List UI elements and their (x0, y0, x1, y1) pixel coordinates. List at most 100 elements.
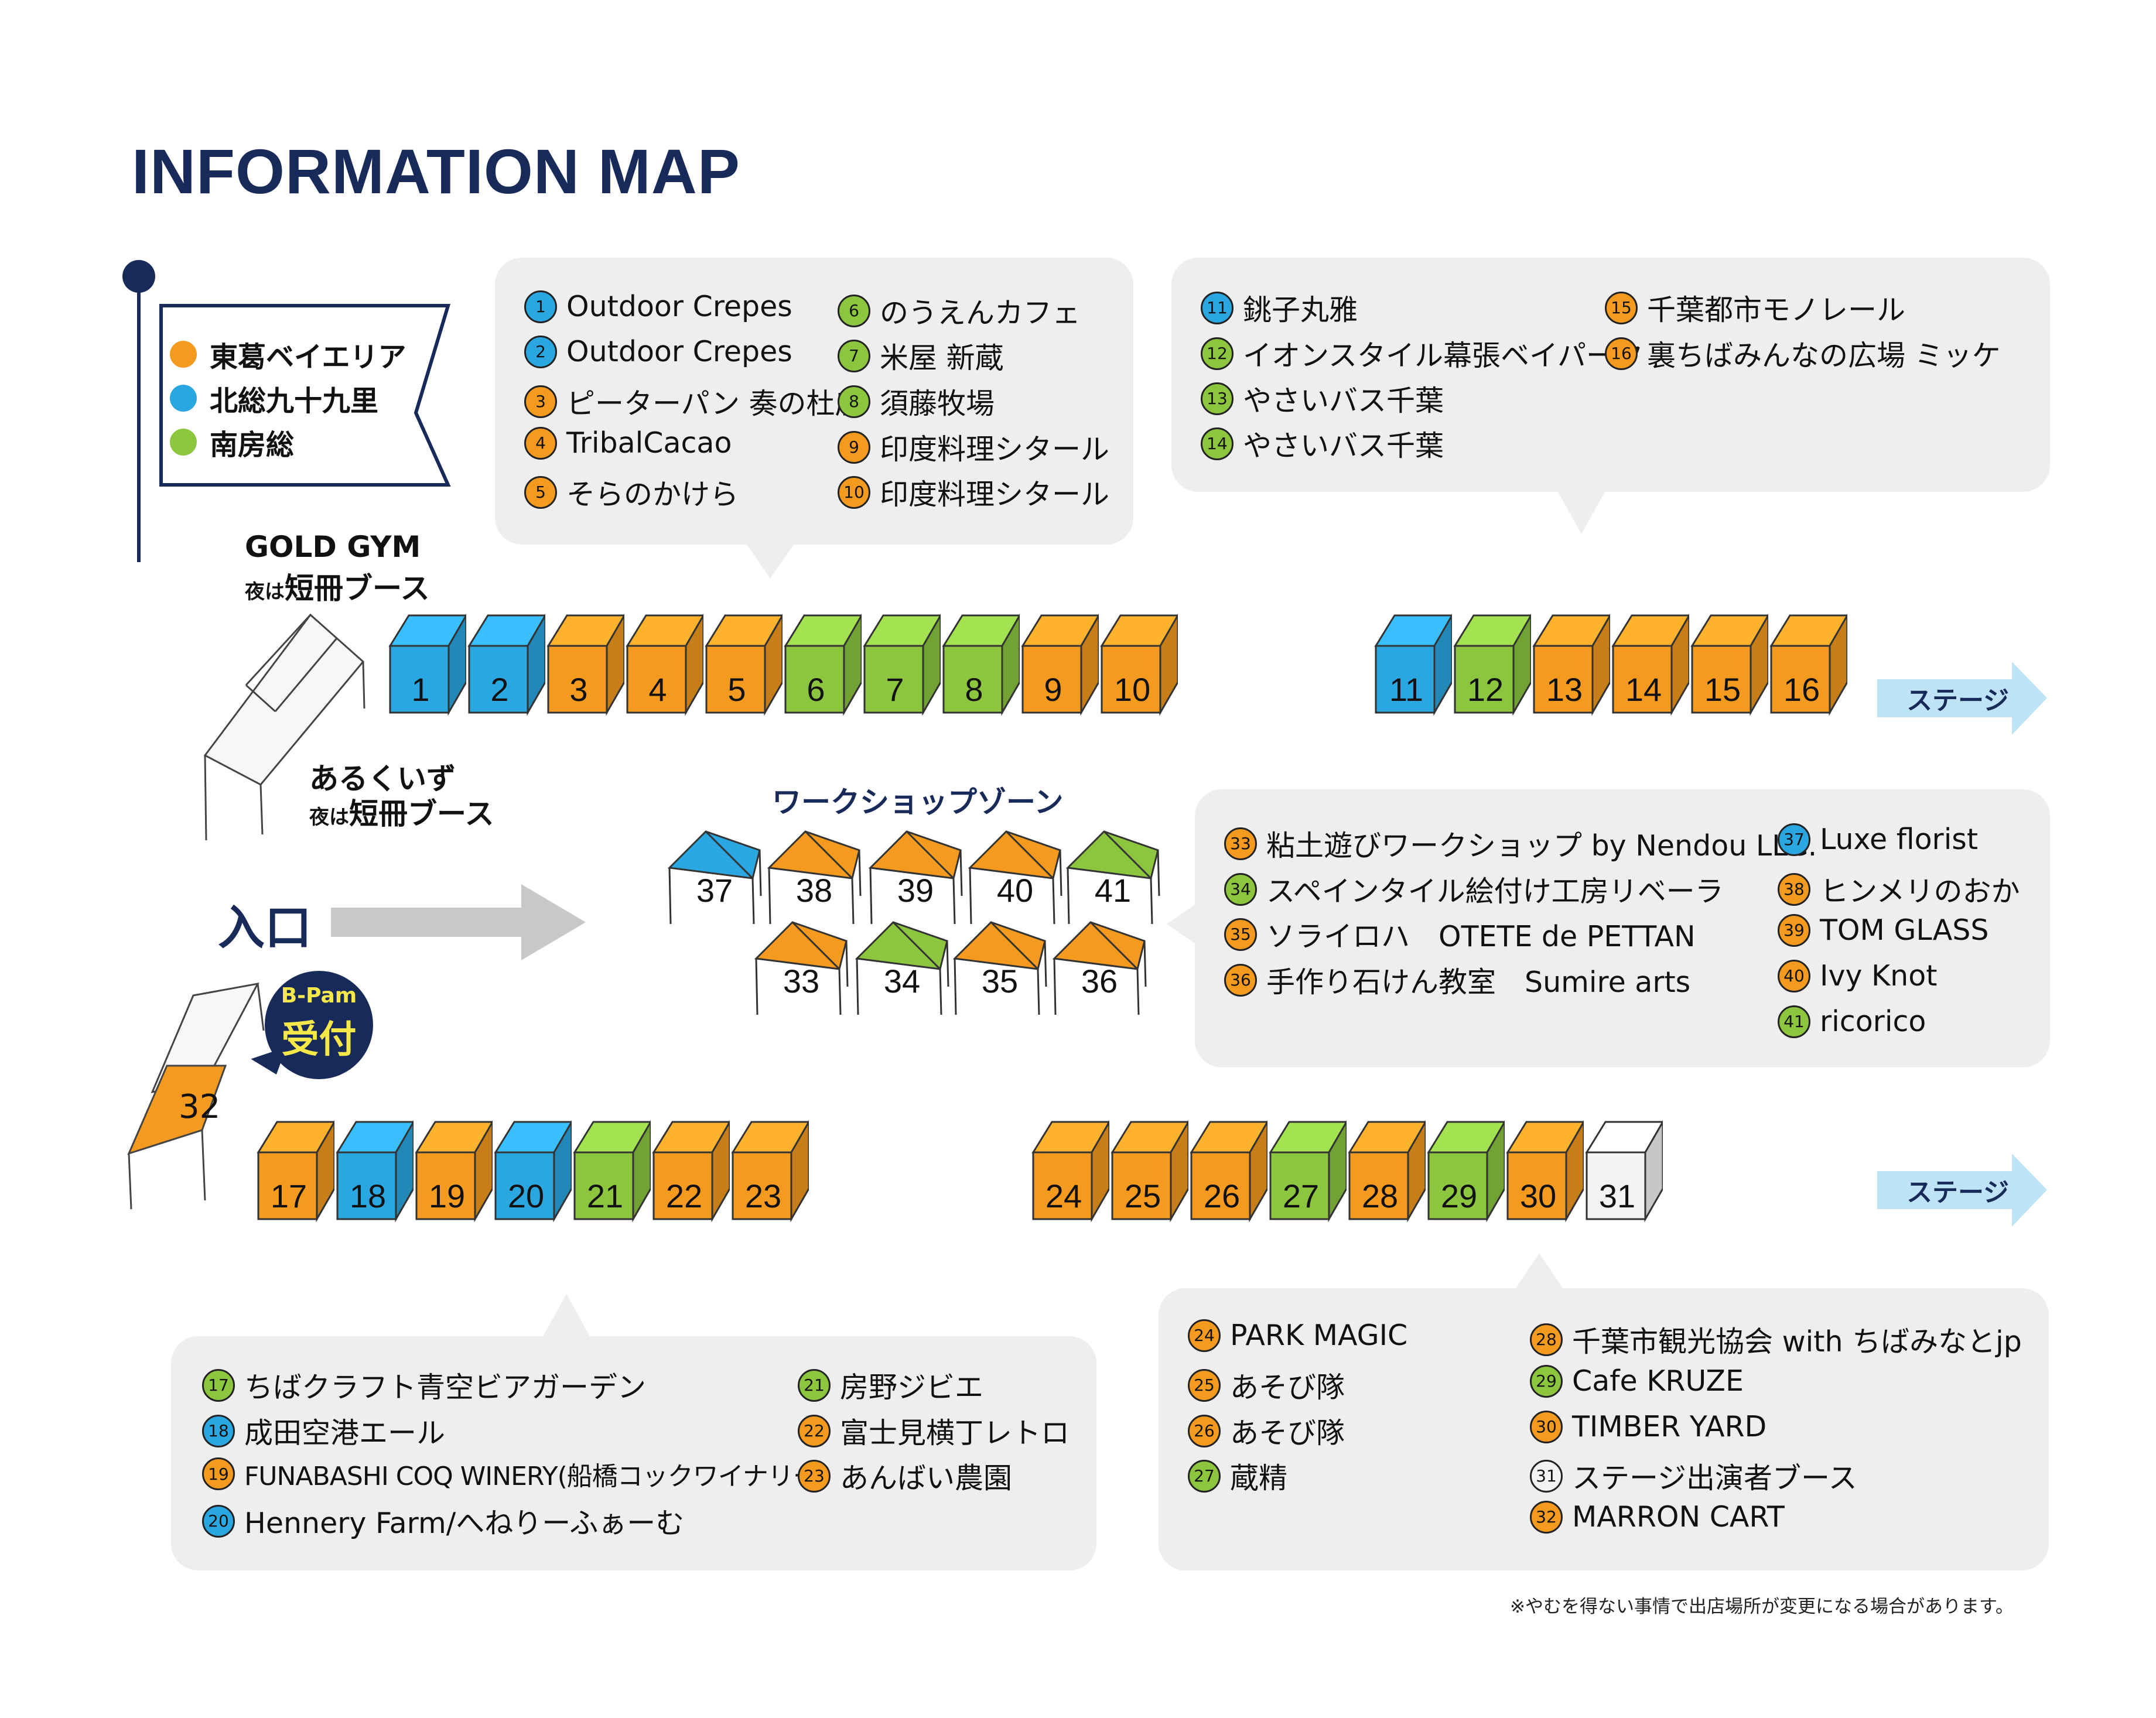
shop-name: ヒンメリのおか (1820, 875, 2020, 908)
shop-name: ricorico (1820, 1005, 1926, 1038)
stage-arrow-lower (1877, 1154, 2047, 1227)
shop-name: 須藤牧場 (880, 387, 995, 420)
note-text: 短冊ブース (349, 797, 494, 831)
shop-name: 富士見横丁レトロ (840, 1416, 1070, 1450)
booth-10: 10 (1099, 612, 1178, 716)
booth-number-badge: 18 (202, 1414, 235, 1447)
tent-number: 34 (883, 963, 921, 1000)
booth-21: 21 (572, 1118, 651, 1223)
booth-number-badge: 10 (838, 475, 870, 509)
booth-number: 28 (1361, 1178, 1399, 1214)
booth-number: 9 (1044, 671, 1062, 708)
shop-name: やさいバス千葉 (1243, 429, 1444, 463)
booth-25: 25 (1110, 1118, 1188, 1223)
shop-name: 蔵精 (1230, 1462, 1288, 1495)
tent-number: 36 (1081, 963, 1118, 1000)
shop-name: MARRON CART (1572, 1500, 1785, 1534)
booth-number-badge: 21 (798, 1368, 831, 1402)
shop-name: TOM GLASS (1820, 913, 1989, 947)
booth-11: 11 (1373, 612, 1452, 716)
booth-number: 10 (1113, 671, 1151, 708)
booth-18: 18 (335, 1118, 414, 1223)
booth-5: 5 (704, 612, 783, 716)
booth-number-badge: 33 (1224, 827, 1257, 860)
legend-flag (122, 260, 451, 563)
booth-number: 16 (1783, 671, 1820, 708)
booth-number-badge: 27 (1188, 1459, 1221, 1493)
booth-number-badge: 24 (1188, 1319, 1221, 1352)
shop-name: あそび隊 (1230, 1371, 1345, 1404)
booth-number-badge: 28 (1530, 1323, 1563, 1356)
shop-name: やさいバス千葉 (1243, 384, 1444, 417)
booth-12: 12 (1453, 612, 1531, 716)
gold-gym-note: 夜は短冊ブース (245, 565, 430, 607)
tent-number: 41 (1094, 872, 1132, 909)
booth-number-badge: 3 (524, 385, 557, 418)
booth-9: 9 (1020, 612, 1099, 716)
tent-39: 39 (866, 826, 965, 925)
booth-number-badge: 20 (202, 1504, 235, 1538)
booth-number: 31 (1598, 1178, 1636, 1214)
booth-number-badge: 26 (1188, 1414, 1221, 1447)
shop-name: Outdoor Crepes (566, 335, 792, 368)
booth-17: 17 (256, 1118, 334, 1223)
booth-number: 15 (1704, 671, 1741, 708)
shop-name: ソライロハ OTETE de PETTAN (1266, 920, 1696, 953)
list-item: 10 印度料理シタール (838, 471, 1109, 513)
booth-26: 26 (1189, 1118, 1267, 1223)
shop-name: イオンスタイル幕張ベイパーク (1243, 339, 1644, 372)
legend-label: 北総九十九里 (210, 385, 379, 417)
booth-number-badge: 5 (524, 475, 557, 509)
booth-number-badge: 8 (838, 385, 870, 418)
booth-number: 8 (965, 671, 983, 708)
booth-number: 12 (1467, 671, 1504, 708)
shop-name: 千葉都市モノレール (1647, 293, 1906, 327)
shop-name: 銚子丸雅 (1243, 293, 1358, 327)
note-prefix: 夜は (245, 580, 285, 604)
booth-number: 5 (727, 671, 746, 708)
booth-number-badge: 16 (1605, 337, 1638, 370)
booth-number: 30 (1519, 1178, 1557, 1214)
shop-name: FUNABASHI COQ WINERY(船橋コックワイナリー) (244, 1462, 828, 1491)
legend-swatch (170, 341, 197, 368)
list-item: 8 須藤牧場 (838, 381, 995, 422)
booth-number-badge: 25 (1188, 1368, 1221, 1402)
list-item: 21 房野ジビエ (798, 1364, 983, 1406)
shop-name: 印度料理シタール (880, 433, 1110, 466)
booth-number: 18 (349, 1178, 387, 1214)
shop-name: ステージ出演者ブース (1572, 1462, 1857, 1495)
page-title: INFORMATION MAP (132, 136, 740, 207)
legend-item-minamiboso: 南房総 (170, 422, 294, 463)
list-item: 38 ヒンメリのおか (1778, 868, 2020, 910)
shop-name: 房野ジビエ (840, 1371, 984, 1404)
shop-name: Luxe florist (1820, 823, 1979, 856)
booth-number-badge: 17 (202, 1368, 235, 1402)
shop-name: 千葉市観光協会 with ちばみなとjp (1572, 1325, 2022, 1358)
booth-number: 29 (1440, 1178, 1478, 1214)
shop-name: 印度料理シタール (880, 478, 1110, 511)
booth-number-badge: 19 (202, 1457, 235, 1490)
gold-gym-tent (193, 609, 381, 843)
booth-3: 3 (546, 612, 624, 716)
arukuizu-note: 夜は短冊ブース (309, 790, 494, 833)
booth-8: 8 (941, 612, 1020, 716)
tent-number: 39 (897, 872, 934, 909)
list-item: 28 千葉市観光協会 with ちばみなとjp (1530, 1319, 2022, 1360)
booth-14: 14 (1611, 612, 1689, 716)
shop-name: TIMBER YARD (1572, 1410, 1767, 1443)
booth-number-badge: 1 (524, 290, 557, 323)
booth-number: 26 (1203, 1178, 1241, 1214)
booth-number-badge: 38 (1778, 872, 1810, 906)
tent-37: 37 (665, 826, 764, 925)
booth-30: 30 (1505, 1118, 1584, 1223)
legend-swatch (170, 385, 197, 412)
